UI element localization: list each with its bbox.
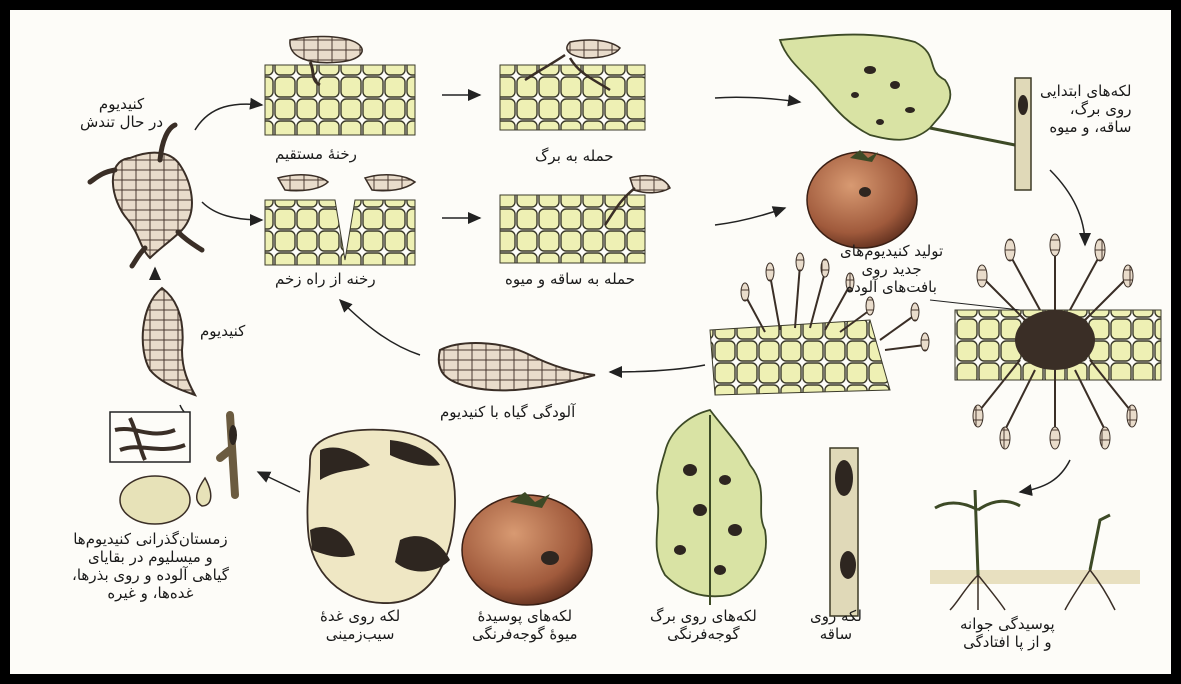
label-potato-spot: لکه روی غدهٔ سیب‌زمینی [320, 607, 400, 643]
rotten-tomato-fruit [462, 492, 592, 605]
label-overwintering: زمستان‌گذرانی کنیدیوم‌ها و میسلیوم در بق… [72, 530, 229, 602]
label-leaf-attack: حمله به برگ [535, 147, 614, 165]
label-line: و میسلیوم در بقایای [72, 548, 229, 566]
tissue-wound-penetration [265, 175, 415, 265]
infecting-conidium [439, 343, 595, 390]
label-line: روی برگ، [1040, 100, 1131, 118]
label-tomato-leaf-spots: لکه‌های روی برگ گوجه‌فرنگی [650, 607, 757, 643]
label-line: گیاهی آلوده و روی بذرها، [72, 566, 229, 584]
label-new-conidia: تولید کنیدیوم‌های جدید روی بافت‌های آلود… [840, 242, 943, 296]
label-damping-off: پوسیدگی جوانه و از پا افتادگی [960, 615, 1055, 651]
label-line: لکه‌های ابتدایی [1040, 82, 1131, 100]
label-line: لکه‌های پوسیدهٔ [472, 607, 578, 625]
label-stem-fruit-attack: حمله به ساقه و میوه [505, 270, 635, 288]
conidium-spore [143, 288, 195, 395]
label-line: غده‌ها، و غیره [72, 584, 229, 602]
label-line: میوهٔ گوجه‌فرنگی [472, 625, 578, 643]
label-plant-infection: آلودگی گیاه با کنیدیوم [440, 403, 575, 421]
label-line: کنیدیوم [80, 95, 163, 113]
label-line: ساقه، و میوه [1040, 118, 1131, 136]
tissue-stem-fruit-attack [500, 176, 670, 263]
tissue-direct-penetration [265, 36, 415, 135]
label-line: بافت‌های آلوده [840, 278, 943, 296]
label-line: زمستان‌گذرانی کنیدیوم‌ها [72, 530, 229, 548]
damping-off-seedlings [930, 490, 1140, 610]
overwintering-debris [110, 412, 237, 524]
infected-stem-top [1015, 78, 1031, 190]
sporulating-tissue-right [955, 234, 1161, 449]
tomato-leaf-spots [657, 410, 766, 605]
label-tomato-fruit-rot: لکه‌های پوسیدهٔ میوهٔ گوجه‌فرنگی [472, 607, 578, 643]
label-line: سیب‌زمینی [320, 625, 400, 643]
germinating-conidium [90, 125, 202, 266]
label-line: لکه روی [810, 607, 862, 625]
disease-cycle-diagram: کنیدیوم در حال تندش رخنهٔ مستقیم حمله به… [10, 10, 1171, 674]
infected-leaf [780, 35, 1015, 145]
label-line: و از پا افتادگی [960, 633, 1055, 651]
label-line: ساقه [810, 625, 862, 643]
label-line: گوجه‌فرنگی [650, 625, 757, 643]
infected-tomato-small [807, 150, 917, 248]
label-line: تولید کنیدیوم‌های [840, 242, 943, 260]
label-germinating-conidium: کنیدیوم در حال تندش [80, 95, 163, 131]
label-direct-penetration: رخنهٔ مستقیم [275, 145, 357, 163]
tissue-leaf-attack [500, 40, 645, 130]
label-initial-spots: لکه‌های ابتدایی روی برگ، ساقه، و میوه [1040, 82, 1131, 136]
infected-potato-tuber [307, 430, 455, 603]
label-line: لکه روی غدهٔ [320, 607, 400, 625]
stem-lesion [830, 448, 858, 616]
label-line: پوسیدگی جوانه [960, 615, 1055, 633]
label-line: لکه‌های روی برگ [650, 607, 757, 625]
label-stem-spot: لکه روی ساقه [810, 607, 862, 643]
label-line: در حال تندش [80, 113, 163, 131]
label-conidium: کنیدیوم [200, 322, 245, 340]
label-line: جدید روی [840, 260, 943, 278]
label-wound-penetration: رخنه از راه زخم [275, 270, 376, 288]
